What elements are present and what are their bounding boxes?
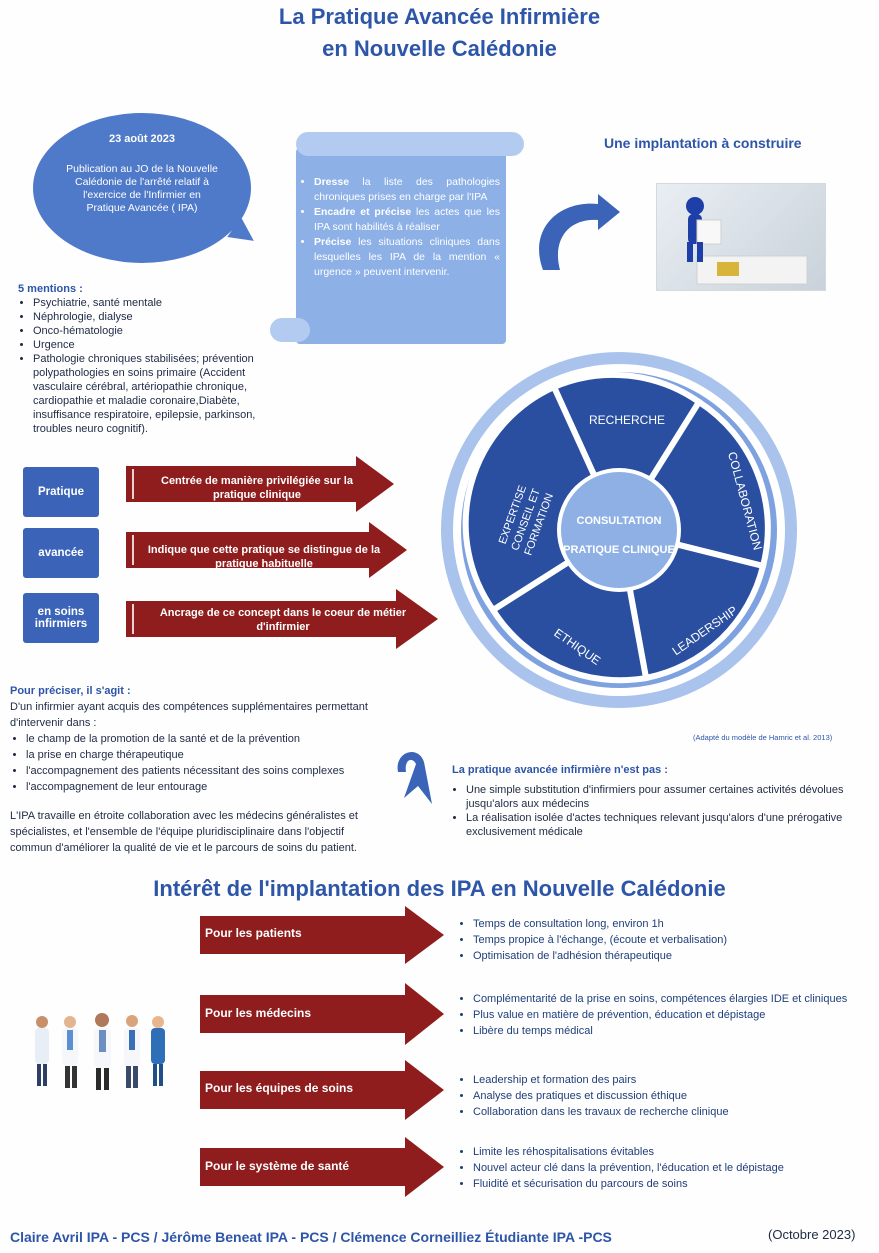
wheel-recherche: RECHERCHE [589,413,665,427]
arrow-text-3: Ancrage de ce concept dans le coeur de m… [159,607,407,633]
benefit-list-systeme: Limite les réhospitalisations évitables … [455,1144,875,1192]
puzzle-figure-icon [686,197,808,285]
arrow-text-2: Indique que cette pratique se distingue … [147,544,381,570]
benefit-arrow-3 [200,1060,444,1120]
benefit-label-patients: Pour les patients [205,926,302,940]
red-arrow-2 [126,522,407,578]
list-item: Limite les réhospitalisations évitables [473,1144,875,1160]
scroll-item: Encadre et précise les actes que les IPA… [314,205,500,235]
list-item: Onco-hématologie [33,324,278,338]
benefit-list-patients: Temps de consultation long, environ 1h T… [455,916,875,964]
bubble-text: Publication au JO de la Nouvelle Calédon… [66,163,218,214]
wheel-caption: (Adapté du modèle de Hamric et al. 2013) [693,733,833,742]
list-item: Optimisation de l'adhésion thérapeutique [473,948,875,964]
list-item: Nouvel acteur clé dans la prévention, l'… [473,1160,875,1176]
benefit-label-medecins: Pour les médecins [205,1006,312,1020]
list-item: Une simple substitution d'infirmiers pou… [466,783,872,811]
list-item: Plus value en matière de prévention, édu… [473,1007,875,1023]
preciser-intro: D'un infirmier ayant acquis des compéten… [10,701,368,729]
list-item: le champ de la promotion de la santé et … [26,731,410,747]
authors-footer: Claire Avril IPA - PCS / Jérôme Beneat I… [10,1229,612,1245]
list-item: Libère du temps médical [473,1023,875,1039]
list-item: Leadership et formation des pairs [473,1072,875,1088]
red-arrow-1 [126,456,394,512]
mentions-block: 5 mentions : Psychiatrie, santé mentale … [18,282,278,436]
scroll-text: Dresse la liste des pathologies chroniqu… [302,175,500,280]
list-item: la prise en charge thérapeutique [26,747,410,763]
label-soins-infirmiers: en soins infirmiers [23,593,99,643]
list-item: Analyse des pratiques et discussion éthi… [473,1088,875,1104]
preciser-block: Pour préciser, il s'agit : D'un infirmie… [10,683,410,795]
preciser-heading: Pour préciser, il s'agit : [10,685,131,697]
red-arrow-3 [126,589,438,649]
mentions-heading: 5 mentions : [18,283,83,295]
curved-arrow-icon [539,194,620,270]
benefit-arrow-4 [200,1137,444,1197]
collaboration-text: L'IPA travaille en étroite collaboration… [10,810,358,854]
benefit-list-equipes: Leadership et formation des pairs Analys… [455,1072,875,1120]
scroll-top-roll [296,132,524,156]
list-item: l'accompagnement de leur entourage [26,779,410,795]
scroll-item: Dresse la liste des pathologies chroniqu… [314,175,500,205]
benefit-label-systeme: Pour le système de santé [205,1159,350,1173]
list-item: Néphrologie, dialyse [33,310,278,324]
benefit-arrow-2 [200,983,444,1045]
wheel-center-2: PRATIQUE CLINIQUE [563,544,675,556]
benefit-label-equipes: Pour les équipes de soins [205,1081,354,1095]
label-pratique: Pratique [23,467,99,517]
list-item: Collaboration dans les travaux de recher… [473,1104,875,1120]
page-title: La Pratique Avancée Infirmière [278,4,601,29]
scroll-bottom-roll [270,318,310,342]
footer-date: (Octobre 2023) [768,1227,856,1242]
announcement-bubble: 23 août 2023 Publication au JO de la Nou… [33,113,251,263]
benefit-list-medecins: Complémentarité de la prise en soins, co… [455,991,875,1039]
puzzle-photo [656,183,826,291]
list-item: Fluidité et sécurisation du parcours de … [473,1176,875,1192]
nest-pas-block: La pratique avancée infirmière n'est pas… [452,763,872,839]
interet-title: Intérêt de l'implantation des IPA en Nou… [153,876,726,901]
nest-heading: La pratique avancée infirmière n'est pas… [452,764,668,776]
arrow-text-1: Centrée de manière privilégiée sur la pr… [161,475,353,501]
scroll-item: Précise les situations cliniques dans le… [314,235,500,280]
benefit-arrow-1 [200,906,444,964]
label-avancee: avancée [23,528,99,578]
list-item: Temps propice à l'échange, (écoute et ve… [473,932,875,948]
list-item: Complémentarité de la prise en soins, co… [473,991,875,1007]
page-subtitle: en Nouvelle Calédonie [322,36,557,61]
list-item: La réalisation isolée d'actes techniques… [466,811,872,839]
healthcare-team-icon [35,1013,165,1090]
scroll-body [296,148,506,344]
list-item: Psychiatrie, santé mentale [33,296,278,310]
wheel-center-1: CONSULTATION [577,515,662,527]
list-item: Urgence [33,338,278,352]
curved-arrow-icon [397,751,432,804]
implantation-title: Une implantation à construire [604,135,802,151]
bubble-date: 23 août 2023 [108,133,176,145]
list-item: l'accompagnement des patients nécessitan… [26,763,410,779]
hamric-model-wheel: RECHERCHE COLLABORATION LEADERSHIP ETHIQ… [441,352,797,708]
list-item: Pathologie chroniques stabilisées; préve… [33,352,278,436]
list-item: Temps de consultation long, environ 1h [473,916,875,932]
